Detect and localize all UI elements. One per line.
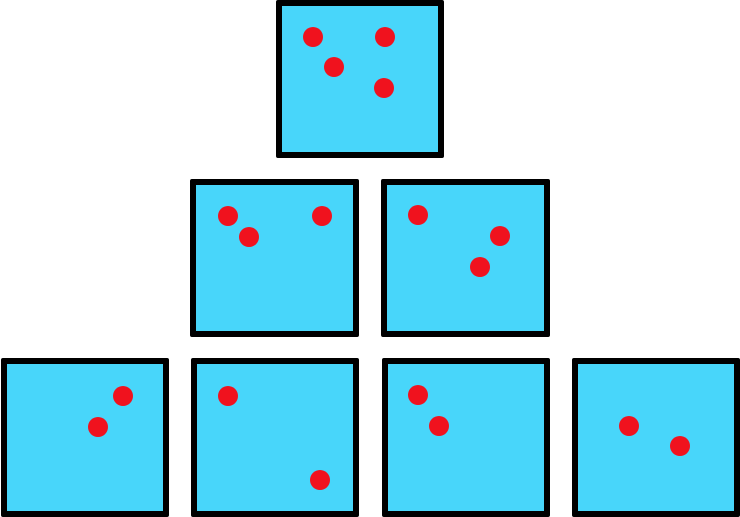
red-dot [303, 27, 323, 47]
red-dot [470, 257, 490, 277]
red-dot [218, 386, 238, 406]
box-row3-4 [572, 358, 740, 517]
red-dot [310, 470, 330, 490]
box-row3-3 [382, 358, 550, 517]
red-dot [408, 205, 428, 225]
box-row3-2 [191, 358, 359, 517]
red-dot [324, 57, 344, 77]
red-dot [619, 416, 639, 436]
red-dot [408, 385, 428, 405]
red-dot [670, 436, 690, 456]
red-dot [312, 206, 332, 226]
red-dot [429, 416, 449, 436]
red-dot [490, 226, 510, 246]
red-dot [239, 227, 259, 247]
red-dot [113, 386, 133, 406]
red-dot [374, 78, 394, 98]
box-row2-1 [190, 179, 359, 337]
red-dot [88, 417, 108, 437]
box-row1-1 [276, 0, 444, 158]
box-row3-1 [1, 358, 169, 517]
red-dot [375, 27, 395, 47]
red-dot [218, 206, 238, 226]
box-row2-2 [381, 179, 550, 337]
